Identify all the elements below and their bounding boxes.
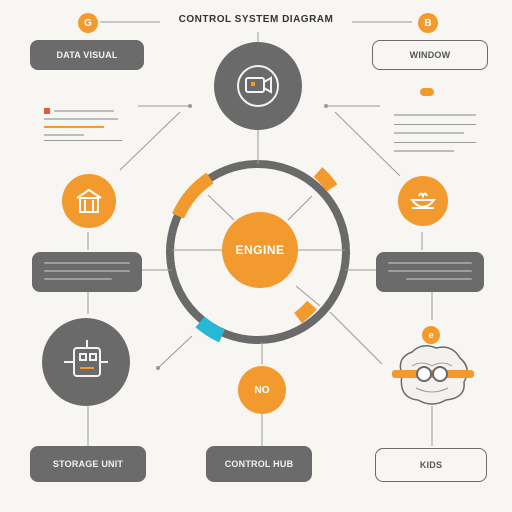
node-brain[interactable]: e [390,326,474,406]
badge-brain: e [422,326,440,344]
box-mid-right[interactable] [376,252,484,292]
video-camera-icon [237,65,279,107]
robot-icon [64,340,108,377]
ring-accent-top-right [313,167,338,192]
brain-icon [392,345,474,405]
node-camera[interactable] [214,42,302,130]
node-bowl[interactable] [398,176,448,226]
box-top-left[interactable]: DATA VISUAL [30,40,144,70]
node-robot[interactable] [42,318,130,406]
node-bottom-center[interactable]: NO [238,366,286,414]
diagram-title: CONTROL SYSTEM DIAGRAM [178,14,334,25]
badge-top-left: G [78,13,98,33]
ring-accent-bottom-right [293,300,317,324]
house-icon [76,188,102,213]
box-top-right[interactable]: WINDOW [372,40,488,70]
hub-engine[interactable]: ENGINE [222,212,298,288]
box-bottom-right[interactable]: KIDS [375,448,487,482]
box-bottom-center[interactable]: CONTROL HUB [206,446,312,482]
box-bottom-left[interactable]: STORAGE UNIT [30,446,146,482]
ring-accent-top-left [172,172,214,219]
info-list-left [44,104,122,141]
bowl-icon [409,192,437,209]
ring-accent-bottom-left [195,316,226,343]
info-list-right [394,88,476,154]
box-mid-left[interactable] [32,252,142,292]
node-house[interactable] [62,174,116,228]
badge-top-right: B [418,13,438,33]
